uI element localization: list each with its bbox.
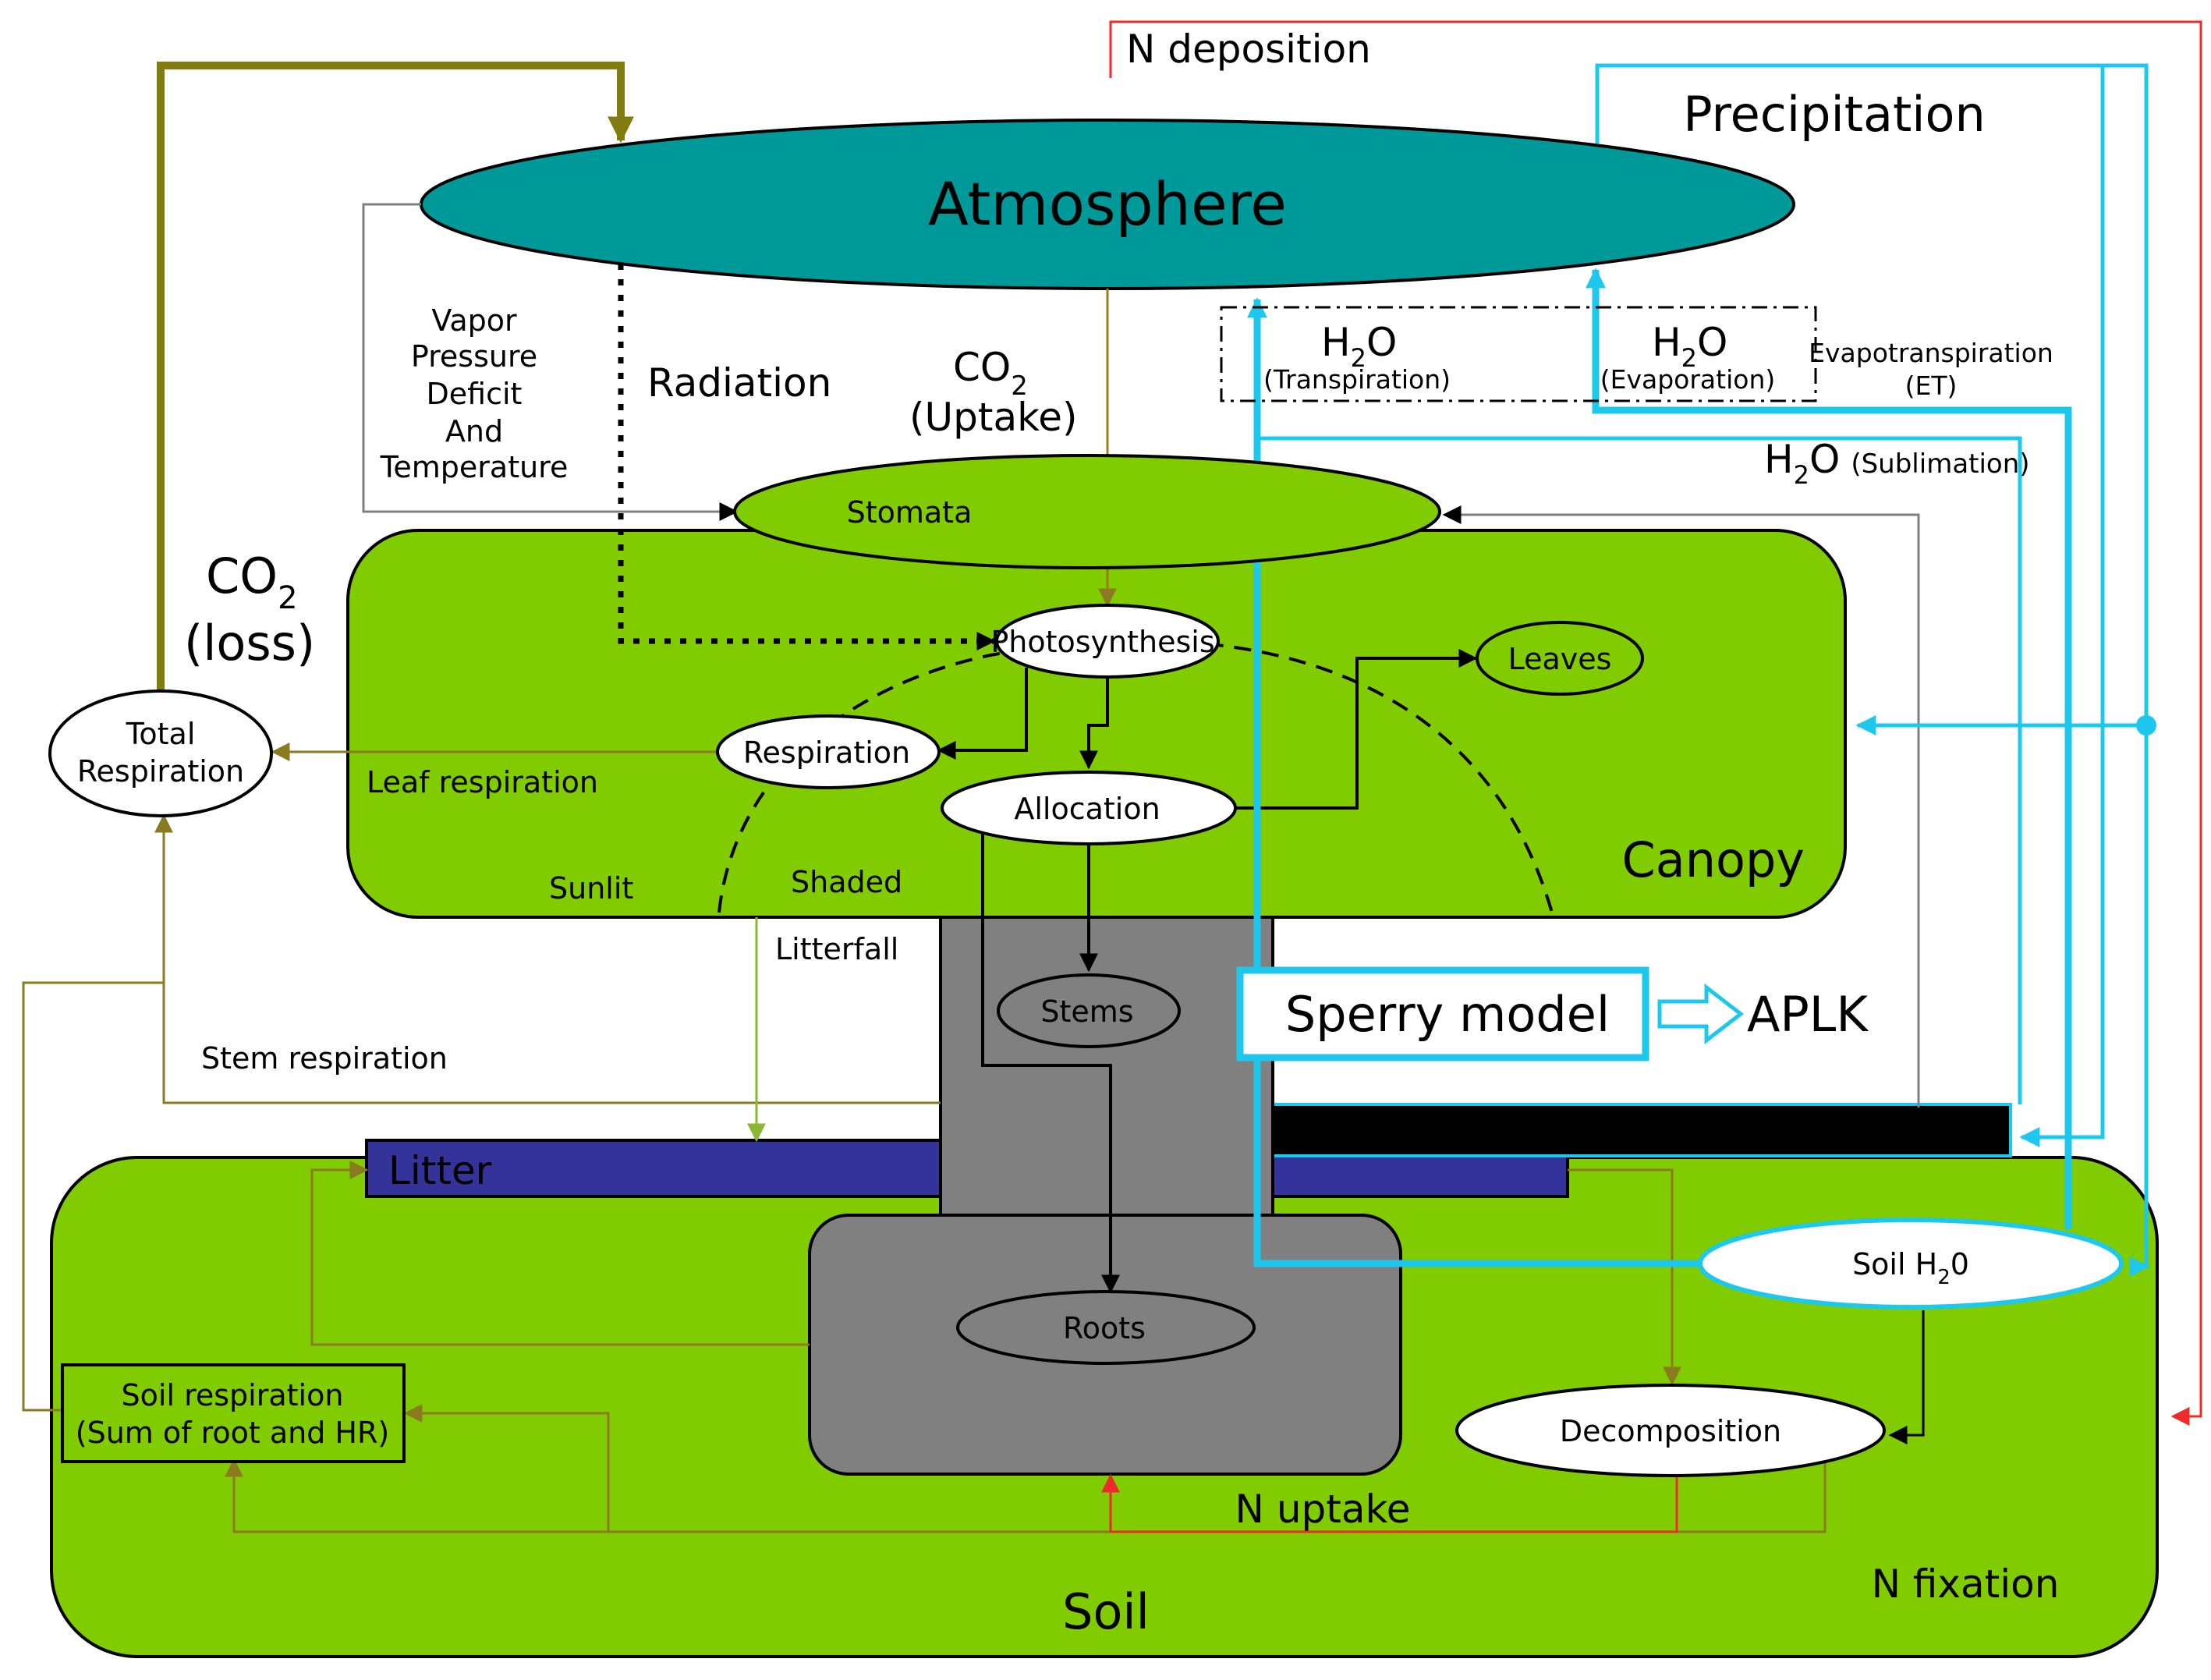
allocation-ellipse — [941, 771, 1237, 845]
stems-ellipse — [997, 973, 1181, 1048]
sperry-model-label: Sperry model — [1285, 986, 1610, 1043]
leaves-label: Leaves — [1508, 642, 1612, 676]
sublimation-line — [1257, 436, 2022, 1104]
soil-label: Soil — [1062, 1583, 1150, 1640]
photosynthesis-label: Photosynthesis — [990, 625, 1214, 659]
litterfall-label: Litterfall — [775, 932, 898, 966]
total-respiration-label-2: Respiration — [77, 754, 244, 789]
leaves-ellipse — [1476, 621, 1644, 696]
precipitation-label: Precipitation — [1683, 86, 1986, 143]
h2o-transpiration-paren: (Transpiration) — [1263, 364, 1451, 395]
co2-loss-label: CO2 — [206, 548, 298, 616]
shaded-label: Shaded — [791, 865, 902, 899]
et-label-1: Evapotranspiration — [1809, 338, 2053, 368]
co2-uptake-label: CO2 — [953, 345, 1028, 402]
vpd-label-5: Temperature — [380, 450, 569, 484]
vpd-label-4: And — [445, 414, 503, 448]
total-respiration-label-1: Total — [126, 717, 196, 751]
vpd-label-2: Pressure — [411, 339, 537, 374]
stems-label: Stems — [1040, 994, 1133, 1029]
sperry-to-aplk-arrow — [1657, 983, 1745, 1045]
n-deposition-arrow — [1109, 20, 2202, 1426]
stem-respiration-arrow — [154, 813, 941, 1104]
soil-respiration-label-2: (Sum of root and HR) — [76, 1416, 389, 1450]
precipitation-to-soil-water-arrow — [2129, 1256, 2150, 1277]
photo-to-resp-arrow — [937, 668, 1028, 760]
et-label-2: (ET) — [1905, 370, 1958, 401]
n-deposition-label: N deposition — [1126, 27, 1371, 72]
vpd-label-1: Vapor — [431, 303, 517, 338]
total-respiration-ellipse — [48, 689, 273, 817]
respiration-ellipse — [716, 714, 941, 789]
n-uptake-label: N uptake — [1235, 1487, 1411, 1532]
photo-to-alloc-arrow — [1079, 675, 1109, 770]
soil-water-to-decomp-arrow — [1888, 1310, 1925, 1444]
vpd-label-3: Deficit — [427, 377, 523, 411]
stomata-feedback-arrow — [1442, 505, 1920, 1108]
stomata-label: Stomata — [847, 495, 973, 530]
transpiration-arrow — [1247, 297, 1703, 1267]
respiration-label: Respiration — [743, 735, 910, 770]
sperry-model-box — [1236, 966, 1649, 1062]
snow-layer — [1271, 1103, 2012, 1157]
litter-to-decomp-arrow — [1568, 1168, 1681, 1386]
radiation-label: Radiation — [647, 360, 831, 406]
soil-respiration-label-1: Soil respiration — [122, 1378, 344, 1412]
co2-uptake-paren: (Uptake) — [909, 395, 1078, 440]
h2o-transpiration-label: H2O — [1321, 320, 1397, 373]
soil-resp-to-total-arrow — [22, 981, 164, 1412]
allocation-label: Allocation — [1014, 792, 1160, 826]
alloc-to-leaves-arrow — [1235, 649, 1478, 810]
canopy-label: Canopy — [1621, 831, 1805, 888]
evaporation-arrow — [1586, 268, 2072, 1229]
litter-label: Litter — [388, 1148, 492, 1193]
leaf-respiration-label: Leaf respiration — [367, 765, 598, 799]
stem-respiration-label: Stem respiration — [201, 1041, 448, 1076]
root-to-soil-resp-arrow — [403, 1404, 610, 1532]
co2-loss-paren: (loss) — [184, 615, 315, 672]
precipitation-junction — [2136, 715, 2156, 735]
h2o-sublimation-label: H2O(Sublimation) — [1764, 437, 2030, 490]
n-uptake-arrow — [1101, 1473, 1678, 1533]
aplk-label: APLK — [1747, 986, 1869, 1043]
radiation-arrow — [618, 264, 996, 650]
precipitation-frame-line — [1595, 63, 2149, 1264]
decomposition-label: Decomposition — [1560, 1414, 1781, 1448]
h2o-evaporation-paren: (Evaporation) — [1600, 364, 1776, 395]
root-to-litter-arrow — [310, 1161, 810, 1346]
precipitation-to-snow-arrow — [2019, 66, 2105, 1147]
roots-label: Roots — [1063, 1311, 1146, 1345]
roots-ellipse — [956, 1290, 1256, 1365]
co2-loss-arrow — [157, 62, 634, 694]
decomposition-ellipse — [1455, 1384, 1886, 1477]
n-fixation-label: N fixation — [1872, 1561, 2060, 1607]
alloc-to-roots-arrow — [981, 831, 1120, 1294]
soil-water-ellipse — [1698, 1217, 2124, 1310]
photosynthesis-ellipse — [995, 604, 1220, 679]
soil-respiration-box — [61, 1363, 406, 1463]
atmosphere-label: Atmosphere — [928, 169, 1287, 239]
sunlit-label: Sunlit — [549, 871, 633, 906]
soil-water-label: Soil H20 — [1852, 1247, 1969, 1289]
vpd-arrow — [362, 203, 739, 521]
decomp-to-soil-resp-arrow — [225, 1458, 1827, 1533]
stomata-ellipse — [733, 454, 1441, 569]
h2o-evaporation-label: H2O — [1652, 320, 1727, 373]
